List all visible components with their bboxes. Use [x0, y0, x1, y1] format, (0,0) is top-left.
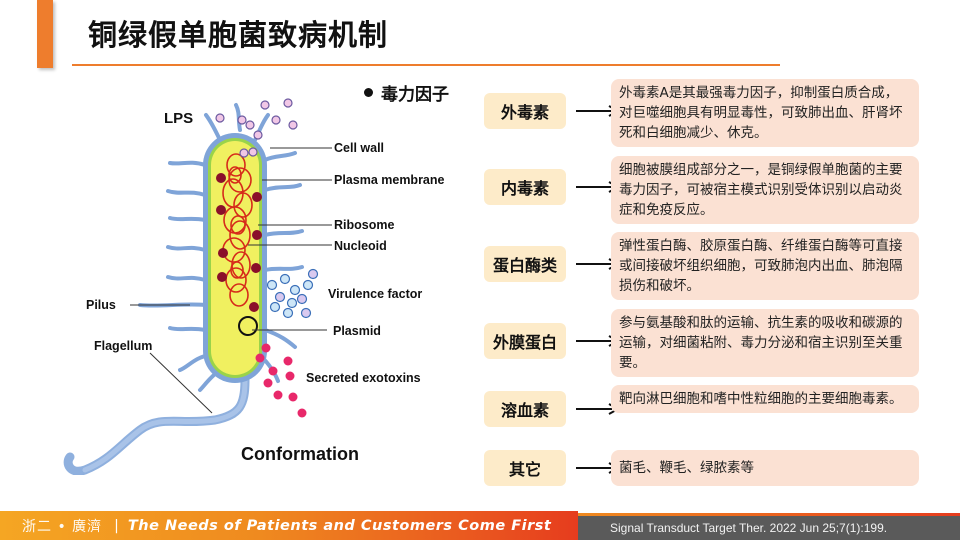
factor-row-endotoxin: 内毒素 细胞被膜组成部分之一，是铜绿假单胞菌的主要毒力因子，可被宿主模式识别受体…	[484, 156, 920, 224]
label-pilus: Pilus	[86, 298, 116, 312]
factor-row-others: 其它 菌毛、鞭毛、绿脓素等	[484, 450, 920, 486]
factor-label: 其它	[484, 450, 566, 486]
factor-label: 外毒素	[484, 93, 566, 129]
title-divider	[72, 64, 780, 66]
factor-description: 菌毛、鞭毛、绿脓素等	[611, 450, 919, 486]
bullet-icon	[364, 88, 373, 97]
factor-description: 弹性蛋白酶、胶原蛋白酶、纤维蛋白酶等可直接或间接破坏组织细胞，可致肺泡内出血、肺…	[611, 232, 919, 300]
label-flagellum: Flagellum	[94, 339, 152, 353]
factor-label: 外膜蛋白	[484, 323, 566, 359]
footer-citation-bar: Signal Transduct Target Ther. 2022 Jun 2…	[578, 516, 960, 540]
footer-org: 浙二 • 廣濟	[22, 518, 103, 535]
label-plasmid: Plasmid	[333, 324, 381, 338]
footer-banner: 浙二 • 廣濟 | The Needs of Patients and Cust…	[0, 511, 578, 540]
label-plasma-membrane: Plasma membrane	[334, 173, 445, 187]
factor-description: 参与氨基酸和肽的运输、抗生素的吸收和碳源的运输，对细菌粘附、毒力分泌和宿主识别至…	[611, 309, 919, 377]
label-lps: LPS	[164, 110, 193, 127]
diagram-caption: Conformation	[241, 444, 359, 464]
footer-separator: |	[114, 517, 119, 534]
factor-row-outer-membrane-protein: 外膜蛋白 参与氨基酸和肽的运输、抗生素的吸收和碳源的运输，对细菌粘附、毒力分泌和…	[484, 309, 920, 377]
factor-row-exotoxin: 外毒素 外毒素A是其最强毒力因子，抑制蛋白质合成，对巨噬细胞具有明显毒性，可致肺…	[484, 79, 920, 147]
factor-description: 靶向淋巴细胞和嗜中性粒细胞的主要细胞毒素。	[611, 385, 919, 413]
label-virulence-factor: Virulence factor	[328, 287, 422, 301]
factor-label: 蛋白酶类	[484, 246, 566, 282]
label-cell-wall: Cell wall	[334, 141, 384, 155]
page-title: 铜绿假单胞菌致病机制	[88, 18, 389, 52]
factor-description: 外毒素A是其最强毒力因子，抑制蛋白质合成，对巨噬细胞具有明显毒性，可致肺出血、肝…	[611, 79, 919, 147]
section-heading: 毒力因子	[364, 80, 449, 105]
bacterium-diagram: LPS Cell wall Plasma membrane Ribosome N…	[40, 85, 470, 476]
footer-slogan: The Needs of Patients and Customers Come…	[127, 517, 552, 534]
factor-row-hemolysin: 溶血素 靶向淋巴细胞和嗜中性粒细胞的主要细胞毒素。	[484, 385, 920, 427]
footer-stripe	[578, 513, 960, 516]
label-ribosome: Ribosome	[334, 218, 394, 232]
label-nucleoid: Nucleoid	[334, 239, 387, 253]
factor-label: 内毒素	[484, 169, 566, 205]
title-accent-bar	[37, 0, 53, 68]
footer-citation: Signal Transduct Target Ther. 2022 Jun 2…	[610, 521, 888, 535]
factor-row-proteases: 蛋白酶类 弹性蛋白酶、胶原蛋白酶、纤维蛋白酶等可直接或间接破坏组织细胞，可致肺泡…	[484, 232, 920, 300]
factor-description: 细胞被膜组成部分之一，是铜绿假单胞菌的主要毒力因子，可被宿主模式识别受体识别以启…	[611, 156, 919, 224]
label-secreted-exotoxins: Secreted exotoxins	[306, 371, 421, 385]
section-heading-text: 毒力因子	[381, 85, 449, 105]
factor-label: 溶血素	[484, 391, 566, 427]
